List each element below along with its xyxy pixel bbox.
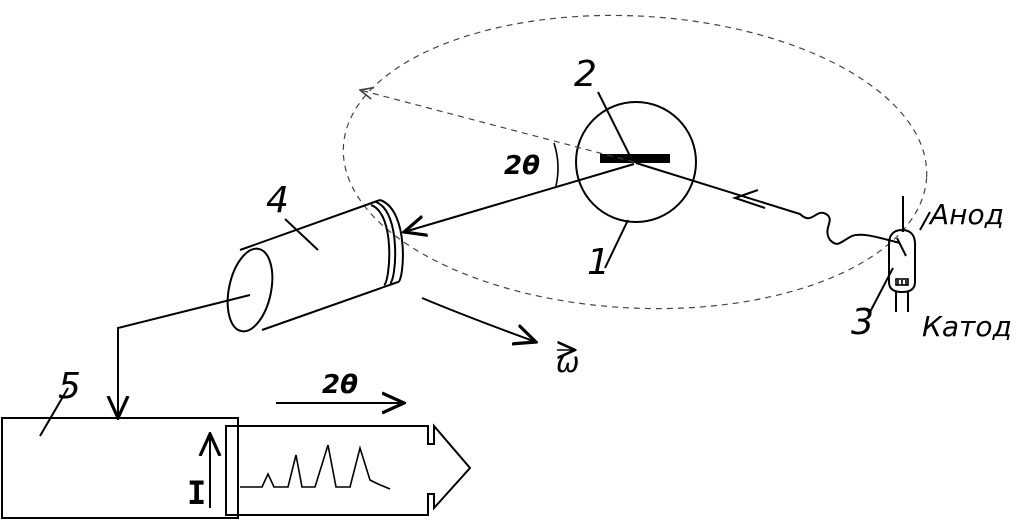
counter-cylinder: [226, 199, 404, 333]
label-cathode: Катод: [922, 310, 1012, 343]
goniometer-label-line: [604, 219, 629, 269]
sample-label-line: [597, 91, 631, 157]
xray-tube: [887, 196, 931, 312]
recorder-box: [1, 417, 239, 519]
detector-rotation-circle: [342, 14, 928, 310]
label-anode: Анод: [928, 198, 1004, 231]
tube-label-line: [869, 267, 894, 313]
chart-tape: [225, 423, 472, 516]
label-angle-sample: 2θ: [504, 151, 540, 181]
incident-beam: [635, 162, 901, 245]
angle-arc: [553, 142, 559, 187]
label-recorder: 5: [58, 366, 81, 407]
label-intensity: I: [187, 474, 206, 512]
label-sample: 2: [574, 54, 597, 95]
direct-beam-continuation: [360, 90, 635, 163]
signal-cable: [118, 294, 251, 418]
goniometer-circle: [575, 101, 697, 223]
sample-plate: [600, 154, 670, 163]
label-counter: 4: [266, 180, 289, 221]
diffraction-trace: [240, 444, 391, 490]
rotation-arrow: [421, 297, 536, 342]
recorder-label-line: [39, 387, 69, 437]
label-goniometer: 1: [587, 242, 610, 283]
label-angle-chart: 2θ: [322, 370, 358, 400]
diffracted-beam: [404, 163, 635, 232]
label-tube: 3: [851, 302, 874, 343]
label-omega: ω: [556, 346, 579, 379]
incident-beam-arrow: [731, 189, 766, 209]
